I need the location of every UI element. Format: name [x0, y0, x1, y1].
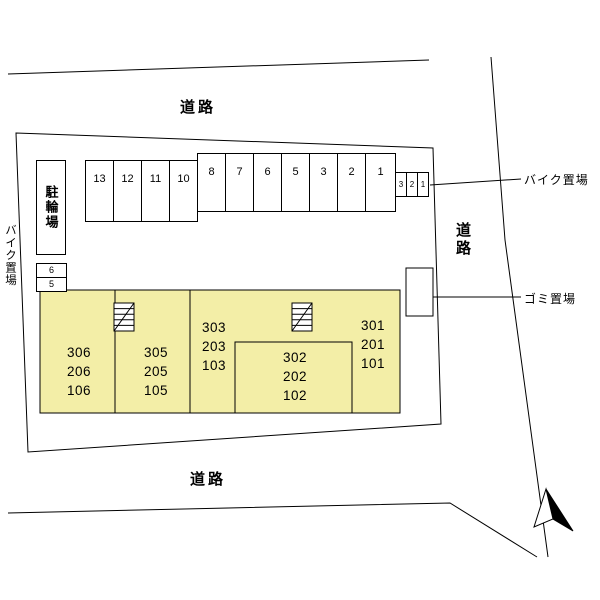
parking-stall: 1: [365, 153, 396, 212]
parking-stall: 5: [281, 153, 310, 212]
unit-label-302: 302 202 102: [265, 348, 325, 405]
unit-number: 105: [143, 383, 169, 398]
bicycle-parking-label: 駐輪場: [43, 185, 59, 230]
garbage-area-box: [405, 267, 434, 317]
bike-stall-box: 3 2 1: [395, 172, 429, 197]
unit-label-301: 301 201 101: [343, 316, 403, 373]
unit-number: 101: [360, 356, 386, 371]
unit-label-305: 305 205 105: [126, 343, 186, 400]
parking-stall: 5: [36, 277, 67, 292]
road-label-right: 道路: [454, 222, 471, 258]
parking-stall: 8: [197, 153, 226, 212]
parking-stall: 3: [309, 153, 338, 212]
road-label-top: 道路: [180, 99, 217, 116]
bike-parking-right-label: バイク置場: [524, 173, 589, 187]
stairs-icon: [113, 302, 135, 332]
unit-number: 302: [282, 350, 308, 365]
unit-number: 206: [66, 364, 92, 379]
unit-number: 102: [282, 388, 308, 403]
building-section-102: [234, 341, 353, 414]
bike-stall: 1: [417, 173, 428, 196]
road-edge-lines: [7, 56, 549, 558]
unit-number: 205: [143, 364, 169, 379]
bike-stall: 2: [406, 173, 417, 196]
stairs-icon: [291, 302, 313, 332]
right-road-outer-edge: [490, 56, 549, 558]
parking-stall: 2: [337, 153, 366, 212]
bicycle-parking-box: 駐輪場: [36, 160, 66, 255]
site-boundary: [15, 132, 442, 453]
parking-stall: 7: [225, 153, 254, 212]
unit-label-306: 306 206 106: [49, 343, 109, 400]
unit-number: 305: [143, 345, 169, 360]
top-road-outer-edge: [7, 59, 430, 75]
road-label-bottom: 道路: [190, 471, 227, 488]
parking-stall: 6: [36, 263, 67, 278]
parking-stall: 6: [253, 153, 282, 212]
unit-number: 106: [66, 383, 92, 398]
unit-number: 202: [282, 369, 308, 384]
unit-label-303: 303 203 103: [184, 318, 244, 375]
unit-number: 306: [66, 345, 92, 360]
unit-number: 103: [201, 358, 227, 373]
north-arrow-icon: [533, 487, 574, 532]
parking-stall: 13: [85, 160, 114, 222]
annotation-leader-lines: [429, 178, 522, 298]
unit-number: 201: [360, 337, 386, 352]
parking-stall: 12: [113, 160, 142, 222]
unit-number: 301: [360, 318, 386, 333]
building-outline: [39, 289, 401, 414]
unit-number: 203: [201, 339, 227, 354]
bike-parking-left-label: バイク置場: [4, 224, 16, 287]
garbage-area-label: ゴミ置場: [524, 292, 577, 306]
parking-stall: 11: [141, 160, 170, 222]
unit-number: 303: [201, 320, 227, 335]
parking-stall: 10: [169, 160, 198, 222]
bottom-road-outer-edge: [7, 502, 538, 558]
bike-stall: 3: [398, 180, 404, 189]
